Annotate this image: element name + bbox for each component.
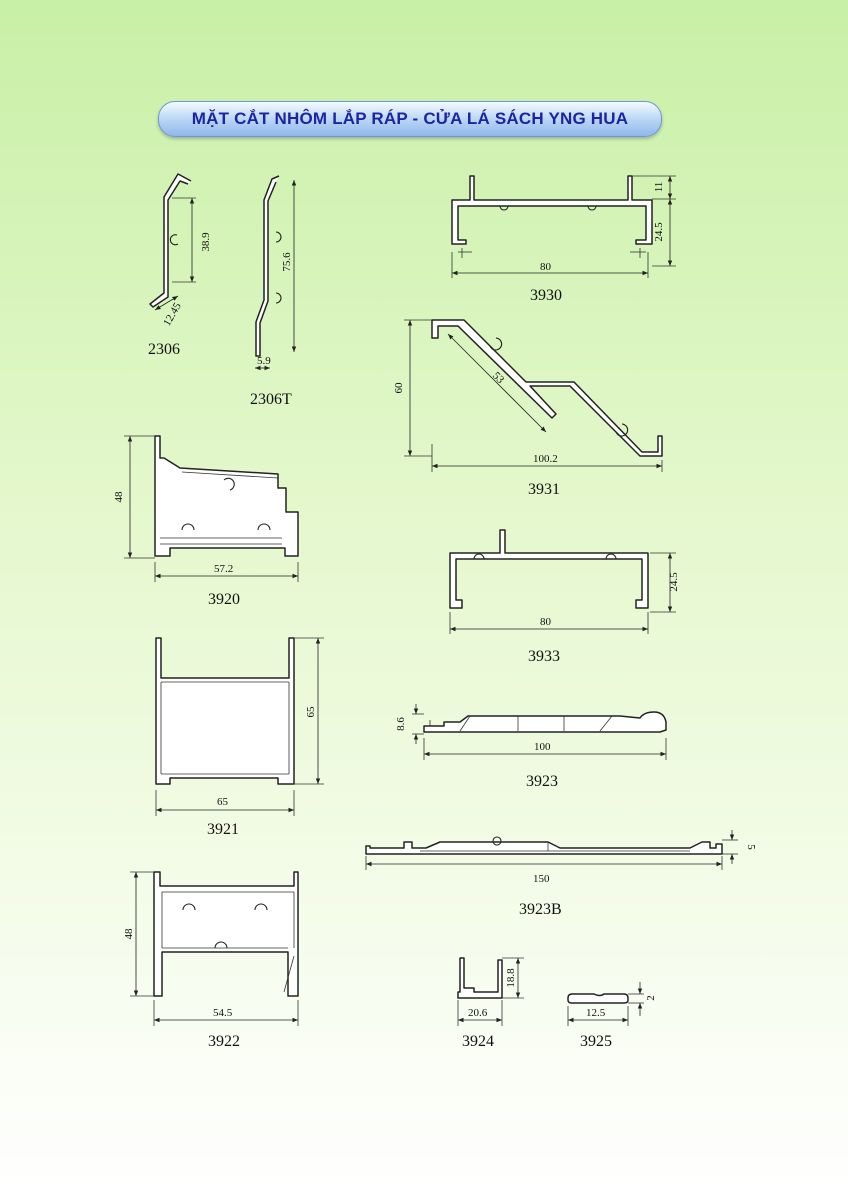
dim-3931-height: 60 [393, 382, 405, 394]
code-2306T: 2306T [250, 391, 292, 408]
code-3933: 3933 [528, 648, 560, 665]
profile-3921: 65 65 3921 [155, 637, 324, 838]
dim-3925-height: 2 [645, 995, 657, 1001]
dim-3930-height: 24.5 [653, 222, 665, 242]
dim-2306T-height: 75.6 [281, 252, 293, 272]
profile-3923B: 5 150 3923B [365, 830, 757, 918]
dim-3933-width: 80 [540, 616, 552, 628]
profile-3930: 11 24.5 80 3930 [451, 175, 676, 304]
dim-3923-width: 100 [534, 741, 551, 753]
profile-3920: 48 57.2 3920 [113, 435, 299, 608]
dim-2306T-width: 5.9 [257, 355, 271, 367]
code-3921: 3921 [207, 821, 239, 838]
code-3925: 3925 [580, 1033, 612, 1050]
dim-2306-height: 38.9 [200, 232, 212, 252]
dim-3923B-width: 150 [533, 873, 550, 885]
code-3924: 3924 [462, 1033, 494, 1050]
page-title: MẶT CẮT NHÔM LẮP RÁP - CỬA LÁ SÁCH YNG H… [191, 109, 629, 128]
dim-3922-height: 48 [123, 928, 135, 940]
profile-2306: 38.9 12.45 2306 [148, 173, 212, 358]
dim-3920-width: 57.2 [214, 563, 233, 575]
title-banner: MẶT CẮT NHÔM LẮP RÁP - CỬA LÁ SÁCH YNG H… [158, 101, 662, 137]
dim-3933-height: 24.5 [668, 572, 680, 592]
profile-3925: 2 12.5 3925 [567, 982, 657, 1050]
code-3930: 3930 [530, 287, 562, 304]
dim-3923B-height: 5 [745, 844, 757, 850]
profile-3923: 8.6 100 3923 [395, 704, 667, 790]
profile-3922: 48 54.5 3922 [123, 871, 299, 1050]
code-3920: 3920 [208, 591, 240, 608]
profile-3931: 53 60 100.2 3931 [393, 319, 663, 498]
profile-2306T: 75.6 5.9 2306T [250, 175, 297, 408]
code-3923B: 3923B [519, 901, 562, 918]
dim-3931-slope: 53 [490, 370, 507, 387]
dim-3920-height: 48 [113, 491, 125, 503]
code-3923: 3923 [526, 773, 558, 790]
dim-3924-width: 20.6 [468, 1007, 488, 1019]
profile-3924: 18.8 20.6 3924 [457, 957, 524, 1050]
dim-3925-width: 12.5 [586, 1007, 606, 1019]
code-3931: 3931 [528, 481, 560, 498]
dim-3924-height: 18.8 [505, 968, 517, 988]
dim-3922-width: 54.5 [213, 1007, 233, 1019]
dim-3930-width: 80 [540, 261, 552, 273]
profile-3933: 24.5 80 3933 [449, 529, 680, 665]
dim-3923-height: 8.6 [395, 717, 407, 731]
dim-3921-width: 65 [217, 796, 229, 808]
code-3922: 3922 [208, 1033, 240, 1050]
dim-3931-width: 100.2 [533, 453, 558, 465]
dim-3930-top: 11 [653, 182, 665, 193]
dim-3921-height: 65 [305, 706, 317, 718]
code-2306: 2306 [148, 341, 180, 358]
